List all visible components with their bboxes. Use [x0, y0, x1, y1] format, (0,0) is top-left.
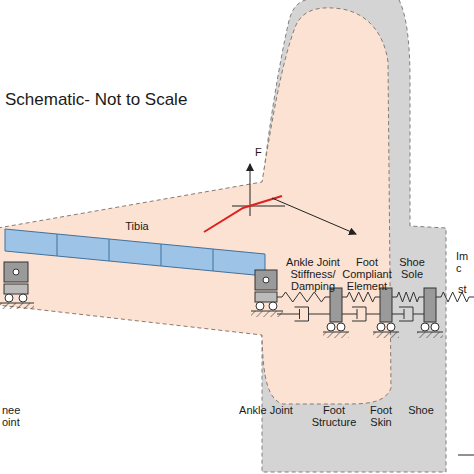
- spring-damper-stroke: [413, 314, 424, 315]
- spring-damper-stroke: [342, 309, 357, 319]
- mass-blocks: [330, 288, 436, 322]
- leg-foot-region: [0, 8, 391, 404]
- spring-damper-stroke: [392, 309, 404, 319]
- leader-arrow: [272, 198, 356, 234]
- part-label: Foot Skin: [362, 404, 400, 428]
- force-label: F: [255, 146, 269, 158]
- spring-damper-stroke: [309, 314, 331, 315]
- spring-damper-stroke: [366, 314, 380, 315]
- part-label: Ankle Joint Stiffness/ Damping: [284, 256, 342, 292]
- spring-damper-stroke: [399, 307, 413, 321]
- diagram-title: Schematic- Not to Scale: [5, 90, 187, 110]
- part-label: Im c: [456, 250, 472, 274]
- part-label: nee oint: [2, 404, 28, 428]
- knee-joint-symbol: [0, 262, 34, 309]
- spring-damper-stroke: [352, 307, 366, 321]
- spring-damper-stroke: [295, 307, 309, 321]
- part-label: Shoe Sole: [396, 256, 428, 280]
- tibia-bar: [5, 229, 265, 276]
- spring-damper-stroke: [342, 292, 380, 302]
- spring-damper-stroke: [436, 292, 474, 302]
- part-label: Ankle Joint: [236, 404, 296, 416]
- spring-damper-stroke: [392, 292, 424, 302]
- spring-damper-stroke: [277, 292, 330, 302]
- edge-tick: [458, 455, 474, 456]
- ankle-joint-symbol: [251, 270, 283, 317]
- part-label: Foot Compliant Element: [342, 256, 392, 292]
- part-label: Foot Structure: [308, 404, 360, 428]
- spring-damper-stroke: [277, 309, 300, 319]
- part-label: Shoe: [404, 404, 438, 416]
- part-label: st: [458, 283, 472, 295]
- part-label: Tibia: [112, 220, 162, 232]
- roller-supports: [323, 323, 443, 338]
- spring-damper-set: [277, 292, 474, 321]
